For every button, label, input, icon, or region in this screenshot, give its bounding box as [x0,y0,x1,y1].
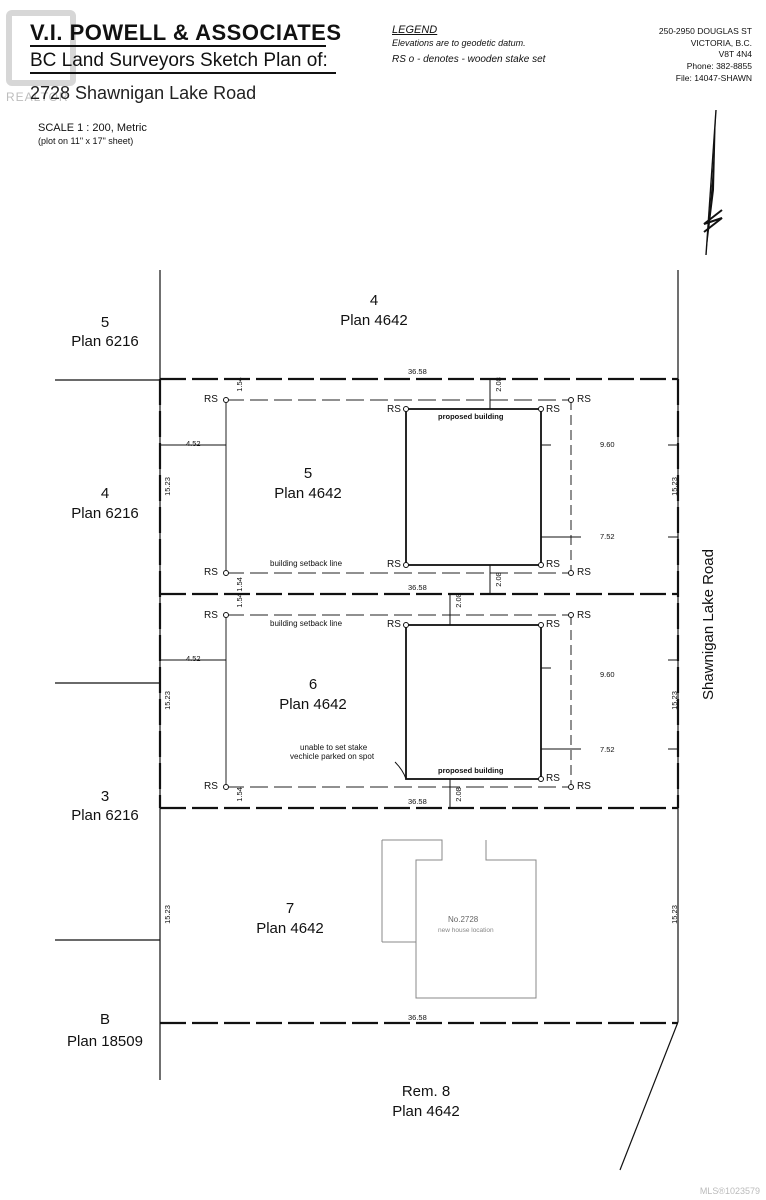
dim-front-setback-1: 1.54 [234,377,244,392]
top-lot-number: 4 [369,292,379,309]
proposed-building-lot6 [405,624,542,780]
lot7-plan: Plan 4642 [256,920,324,937]
property-address: 2728 Shawnigan Lake Road [30,83,257,103]
west-lot5-plan: Plan 6216 [71,333,139,350]
dim-rear-setback-2: 2.08 [493,572,503,587]
stake-label: RS [387,559,401,570]
top-lot-plan: Plan 4642 [340,312,408,329]
address-street: 250-2950 DOUGLAS ST [658,26,752,36]
dim-depth-e3: 15.23 [669,905,679,924]
dim-rear-setback-4: 2.08 [453,787,463,802]
realtor-watermark: REALTOR [6,90,69,104]
stake-label: RS [546,559,560,570]
stake-markers [223,397,574,790]
stake-label: RS [204,781,218,792]
road-name: Shawnigan Lake Road [700,549,717,700]
legend-stake: RS o - denotes - wooden stake set [392,54,546,65]
stake-label: RS [577,781,591,792]
dimension-ticks [160,379,678,808]
company-name: V.I. POWELL & ASSOCIATES [30,20,342,45]
title-underline [30,45,326,47]
stake-label: RS [204,394,218,405]
dim-depth-w1: 15.23 [162,477,172,496]
west-lot5-number: 5 [100,314,110,331]
scale-text: SCALE 1 : 200, Metric [38,122,147,134]
stake-label: RS [387,619,401,630]
house-number: No.2728 [448,915,479,924]
house-footprint [381,839,537,999]
rem-lot-plan: Plan 4642 [392,1103,460,1120]
mls-number: MLS®1023579 [699,1186,760,1196]
west-lotB-number: B [99,1011,111,1028]
dim-front-setback-2: 1.54 [234,577,244,592]
lot6-plan: Plan 4642 [279,696,347,713]
lot5-plan: Plan 4642 [274,485,342,502]
west-lot4-number: 4 [100,485,110,502]
west-lot3-number: 3 [100,788,110,805]
stake-label: RS [387,404,401,415]
stake-label: RS [204,610,218,621]
vehicle-note: vechicle parked on spot [290,752,375,761]
legend-datum: Elevations are to geodetic datum. [392,38,526,48]
address-city: VICTORIA, B.C. [690,38,752,48]
dim-width-mid1: 36.58 [408,583,427,592]
proposed-building-label: proposed building [438,412,504,421]
stake-label: RS [546,404,560,415]
dim-rear-setback-3: 2.08 [453,593,463,608]
lot-lines [158,377,680,1025]
plan-subtitle: BC Land Surveyors Sketch Plan of: [30,50,328,71]
lot5-number: 5 [303,465,313,482]
proposed-building-label: proposed building [438,766,504,775]
west-lot4-plan: Plan 6216 [71,505,139,522]
proposed-building-lot5 [405,408,542,566]
dim-width-top: 36.58 [408,367,427,376]
house-note: new house location [438,927,494,934]
stake-label: RS [577,610,591,621]
west-lotB-plan: Plan 18509 [67,1033,143,1050]
north-arrow-icon [703,109,723,256]
realtor-logo-icon [6,10,76,86]
dim-width-bottom: 36.58 [408,1013,427,1022]
address-postal: V8T 4N4 [718,49,752,59]
setback-line-label: building setback line [270,559,343,568]
address-phone: Phone: 382-8855 [686,61,752,71]
setback-lines [225,399,572,788]
dim-side-setback-2: 4.52 [186,654,201,663]
dim-depth-w3: 15.23 [162,905,172,924]
dim-depth-w2: 15.23 [162,691,172,710]
dim-front-setback-3: 1.54 [234,593,244,608]
dim-front-setback-4: 1.54 [234,787,244,802]
address-file: File: 14047-SHAWN [675,73,752,83]
dim-road-setback-a1: 9.60 [600,440,615,449]
dim-road-setback-a2: 9.60 [600,670,615,679]
dim-side-setback-1: 4.52 [186,439,201,448]
lot7-number: 7 [285,900,295,917]
dim-depth-e1: 15.23 [669,477,679,496]
stake-label: RS [546,773,560,784]
dim-road-setback-b1: 7.52 [600,532,615,541]
legend-title: LEGEND [392,24,438,36]
setback-line-label: building setback line [270,619,343,628]
dim-width-mid2: 36.58 [408,797,427,806]
rem-lot-number: Rem. 8 [401,1083,451,1100]
stake-label: RS [577,567,591,578]
plot-note: (plot on 11" x 17" sheet) [38,136,134,146]
stake-label: RS [577,394,591,405]
dim-depth-e2: 15.23 [669,691,679,710]
west-lot3-plan: Plan 6216 [71,807,139,824]
stake-label: RS [546,619,560,630]
road-curve-line [619,1021,679,1171]
unable-stake-note: unable to set stake [300,743,368,752]
dim-road-setback-b2: 7.52 [600,745,615,754]
dim-rear-setback-1: 2.08 [493,377,503,392]
stake-label: RS [204,567,218,578]
lot6-number: 6 [308,676,318,693]
subtitle-underline [30,72,336,74]
